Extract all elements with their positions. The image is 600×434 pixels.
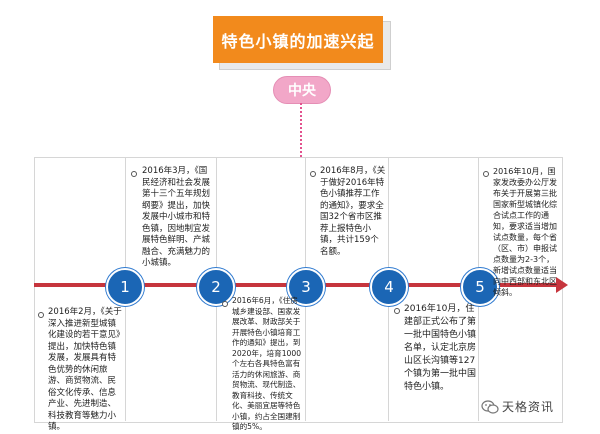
event-2016-10-b: 2016年10月，国家发改委办公厅发布关于开展第三批国家新型城镇化综合试点工作的… (493, 167, 557, 297)
event-2016-10-a: 2016年10月，住建部正式公布了第一批中国特色小镇名单，认定北京房山区长沟镇等… (404, 304, 477, 392)
bullet-icon (310, 171, 316, 177)
timeline-node-1: 1 (106, 268, 144, 306)
bullet-icon (38, 312, 44, 318)
wechat-icon (481, 399, 499, 414)
watermark-text: 天格资讯 (502, 400, 555, 414)
banner-title: 特色小镇的加速兴起 (213, 16, 383, 63)
event-2016-06: 2016年6月，《住房城乡建设部、国家发展改革、财政部关于开展特色小镇培育工作的… (232, 296, 302, 431)
event-2016-08: 2016年8月，《关于做好2016年特色小镇推荐工作的通知》，要求全国32个省市… (320, 166, 386, 257)
timeline-node-5: 5 (461, 268, 499, 306)
bullet-icon (394, 308, 400, 314)
bullet-icon (131, 171, 137, 177)
bullet-icon (222, 301, 228, 307)
timeline-arrow-icon (556, 277, 568, 293)
timeline-node-2: 2 (197, 268, 235, 306)
bullet-icon (483, 171, 489, 177)
watermark: 天格资讯 (481, 398, 554, 415)
timeline-node-3: 3 (287, 268, 325, 306)
event-2016-02: 2016年2月，《关于深入推进新型城镇化建设的若干意见》提出，加快特色镇发展，发… (48, 307, 122, 432)
event-2016-03: 2016年3月，《国民经济和社会发展第十三个五年规划纲要》提出，加快发展中小城市… (142, 166, 211, 268)
dotted-connector (300, 103, 302, 157)
timeline-node-4: 4 (370, 268, 408, 306)
central-badge: 中央 (273, 76, 331, 104)
